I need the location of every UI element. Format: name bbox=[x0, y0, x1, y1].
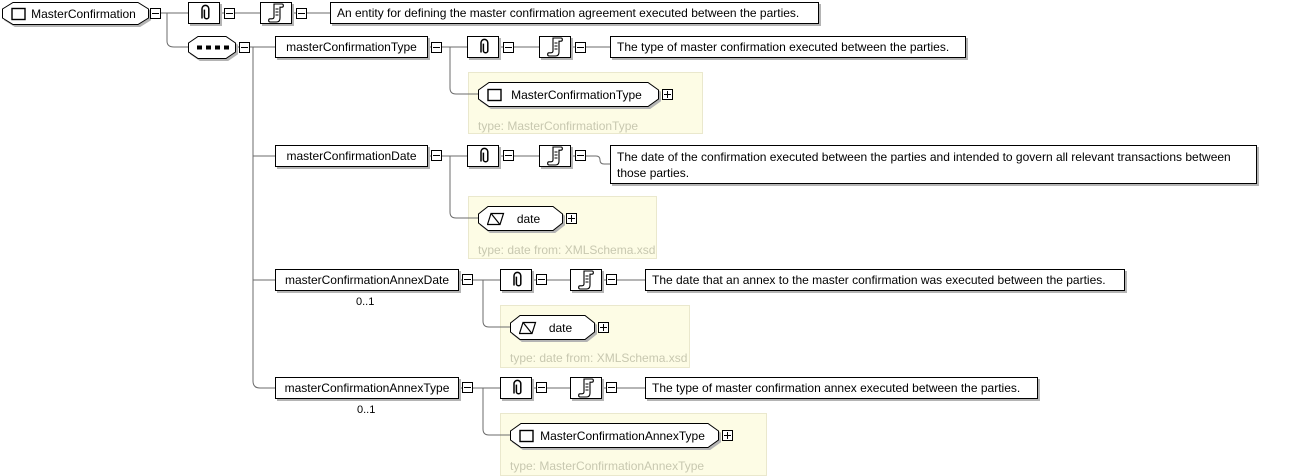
collapse-button-sequence[interactable] bbox=[239, 42, 250, 53]
element-box-masterConfirmationAnnexType[interactable]: masterConfirmationAnnexType bbox=[275, 377, 459, 399]
complex-type-icon bbox=[11, 7, 26, 20]
documentation-box-root[interactable]: An entity for defining the master confir… bbox=[330, 2, 819, 24]
scroll-icon bbox=[578, 378, 594, 398]
type-box-label: date bbox=[548, 320, 573, 335]
collapse-button-attributes[interactable] bbox=[536, 382, 547, 393]
simple-type-icon bbox=[519, 321, 537, 334]
root-element-label: MasterConfirmation bbox=[31, 6, 136, 21]
element-label: masterConfirmationAnnexDate bbox=[284, 273, 450, 287]
root-element-box[interactable]: MasterConfirmation bbox=[2, 2, 149, 25]
type-box-label: MasterConfirmationAnnexType bbox=[540, 428, 705, 443]
sequence-indicator[interactable] bbox=[188, 36, 236, 59]
scroll-icon bbox=[578, 270, 594, 290]
scroll-icon bbox=[547, 146, 563, 166]
element-label: masterConfirmationDate bbox=[286, 149, 417, 163]
simple-type-icon bbox=[487, 212, 505, 225]
complex-type-icon bbox=[487, 88, 502, 101]
paperclip-icon bbox=[513, 271, 522, 287]
element-label: masterConfirmationType bbox=[286, 40, 417, 54]
type-box-MasterConfirmationAnnexType[interactable]: MasterConfirmationAnnexType bbox=[510, 423, 719, 448]
attributes-box-masterConfirmationAnnexType bbox=[500, 377, 532, 399]
collapse-button-annotation[interactable] bbox=[575, 42, 586, 53]
type-note: type: date from: XMLSchema.xsd bbox=[510, 351, 688, 365]
attributes-box-masterConfirmationDate bbox=[467, 145, 499, 167]
attributes-box-masterConfirmationAnnexDate bbox=[500, 269, 532, 291]
dotted-line-icon bbox=[188, 36, 236, 59]
documentation-box-masterConfirmationAnnexDate[interactable]: The date that an annex to the master con… bbox=[645, 269, 1125, 291]
collapse-button-root-annotation[interactable] bbox=[296, 8, 307, 19]
collapse-button-annotation[interactable] bbox=[606, 274, 617, 285]
type-note: type: date from: XMLSchema.xsd bbox=[478, 243, 656, 257]
annotation-box-masterConfirmationDate bbox=[539, 145, 571, 167]
collapse-button-attributes[interactable] bbox=[503, 150, 514, 161]
paperclip-icon bbox=[201, 4, 210, 20]
cardinality-label: 0..1 bbox=[357, 404, 376, 416]
element-box-masterConfirmationAnnexDate[interactable]: masterConfirmationAnnexDate bbox=[275, 269, 459, 291]
element-box-masterConfirmationDate[interactable]: masterConfirmationDate bbox=[275, 145, 428, 167]
collapse-button-attributes[interactable] bbox=[536, 274, 547, 285]
documentation-text: The date of the confirmation executed be… bbox=[617, 149, 1231, 180]
collapse-button-root[interactable] bbox=[150, 8, 161, 19]
expand-button-date[interactable] bbox=[598, 322, 609, 333]
annotation-box-root bbox=[260, 2, 292, 24]
scroll-icon bbox=[268, 3, 284, 23]
expand-button-MasterConfirmationType[interactable] bbox=[662, 89, 673, 100]
documentation-box-masterConfirmationAnnexType[interactable]: The type of master confirmation annex ex… bbox=[645, 377, 1038, 399]
expand-button-date[interactable] bbox=[566, 213, 577, 224]
documentation-text: The type of master confirmation executed… bbox=[617, 40, 950, 54]
annotation-box-masterConfirmationType bbox=[539, 36, 571, 58]
documentation-box-masterConfirmationType[interactable]: The type of master confirmation executed… bbox=[610, 36, 966, 58]
annotation-box-masterConfirmationAnnexDate bbox=[570, 269, 602, 291]
documentation-text: An entity for defining the master confir… bbox=[337, 6, 800, 20]
collapse-button-masterConfirmationDate[interactable] bbox=[431, 150, 442, 161]
documentation-text: The type of master confirmation annex ex… bbox=[652, 381, 1021, 395]
collapse-button-masterConfirmationAnnexType[interactable] bbox=[462, 382, 473, 393]
collapse-button-annotation[interactable] bbox=[606, 382, 617, 393]
type-box-date[interactable]: date bbox=[510, 315, 595, 340]
type-box-label: date bbox=[516, 211, 541, 226]
collapse-button-annotation[interactable] bbox=[575, 150, 586, 161]
cardinality-label: 0..1 bbox=[356, 296, 375, 308]
type-note: type: MasterConfirmationType bbox=[478, 119, 639, 133]
attributes-box-root bbox=[188, 2, 220, 24]
type-note: type: MasterConfirmationAnnexType bbox=[510, 459, 705, 473]
collapse-button-masterConfirmationType[interactable] bbox=[431, 42, 442, 53]
paperclip-icon bbox=[480, 147, 489, 163]
element-label: masterConfirmationAnnexType bbox=[284, 381, 450, 395]
type-box-date[interactable]: date bbox=[478, 206, 563, 231]
annotation-box-masterConfirmationAnnexType bbox=[570, 377, 602, 399]
documentation-box-masterConfirmationDate[interactable]: The date of the confirmation executed be… bbox=[610, 145, 1257, 184]
collapse-button-attributes[interactable] bbox=[503, 42, 514, 53]
element-box-masterConfirmationType[interactable]: masterConfirmationType bbox=[275, 36, 428, 58]
scroll-icon bbox=[547, 37, 563, 57]
attributes-box-masterConfirmationType bbox=[467, 36, 499, 58]
expand-button-MasterConfirmationAnnexType[interactable] bbox=[722, 430, 733, 441]
complex-type-icon bbox=[519, 429, 534, 442]
documentation-text: The date that an annex to the master con… bbox=[652, 273, 1106, 287]
type-box-MasterConfirmationType[interactable]: MasterConfirmationType bbox=[478, 82, 659, 107]
collapse-button-root-attributes[interactable] bbox=[224, 8, 235, 19]
paperclip-icon bbox=[480, 38, 489, 54]
collapse-button-masterConfirmationAnnexDate[interactable] bbox=[462, 274, 473, 285]
paperclip-icon bbox=[513, 379, 522, 395]
type-box-label: MasterConfirmationType bbox=[511, 87, 642, 102]
